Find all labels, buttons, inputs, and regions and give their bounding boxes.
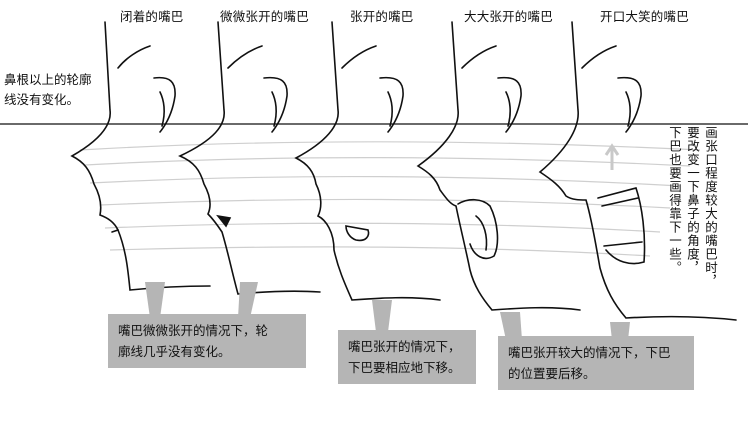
callout-line: 嘴巴张开的情况下， [348,339,461,354]
callout-line: 嘴巴张开较大的情况下，下巴 [508,345,671,360]
callout-line: 嘴巴微微张开的情况下，轮 [118,323,269,338]
guide-strokes [79,141,701,257]
callout-slightly-open: 嘴巴微微张开的情况下，轮 廓线几乎没有变化。 [108,314,306,368]
callout-pointers [145,282,630,340]
title-slightly-open-mouth: 微微张开的嘴巴 [220,9,309,24]
title-laughing-mouth: 开口大笑的嘴巴 [600,9,689,24]
callout-wide-open: 嘴巴张开较大的情况下，下巴 的位置要后移。 [498,336,694,390]
left-note-line: 鼻根以上的轮廓 [4,72,92,87]
face-closed-mouth [70,21,211,291]
title-closed-mouth: 闭着的嘴巴 [120,9,184,24]
right-note-column-1: 画张口程度较大的嘴巴时， [703,126,718,288]
up-arrow-icon [604,143,620,170]
title-wide-open-mouth: 大大张开的嘴巴 [464,9,553,24]
face-open-mouth [294,21,441,301]
right-note-column-3: 下巴也要画得靠下一些。 [667,126,682,275]
face-slightly-open-mouth [178,21,321,295]
callout-open: 嘴巴张开的情况下， 下巴要相应地下移。 [338,330,476,384]
callout-line: 下巴要相应地下移。 [348,360,461,375]
left-note-line: 线没有变化。 [4,92,80,107]
right-note-column-2: 要改变一下鼻子的角度， [685,126,700,275]
face-wide-open-mouth [416,21,581,311]
callout-line: 的位置要后移。 [508,366,596,381]
face-laughing-mouth [538,21,737,321]
title-open-mouth: 张开的嘴巴 [350,9,414,24]
callout-line: 廓线几乎没有变化。 [118,344,231,359]
left-note: 鼻根以上的轮廓 线没有变化。 [4,70,92,110]
